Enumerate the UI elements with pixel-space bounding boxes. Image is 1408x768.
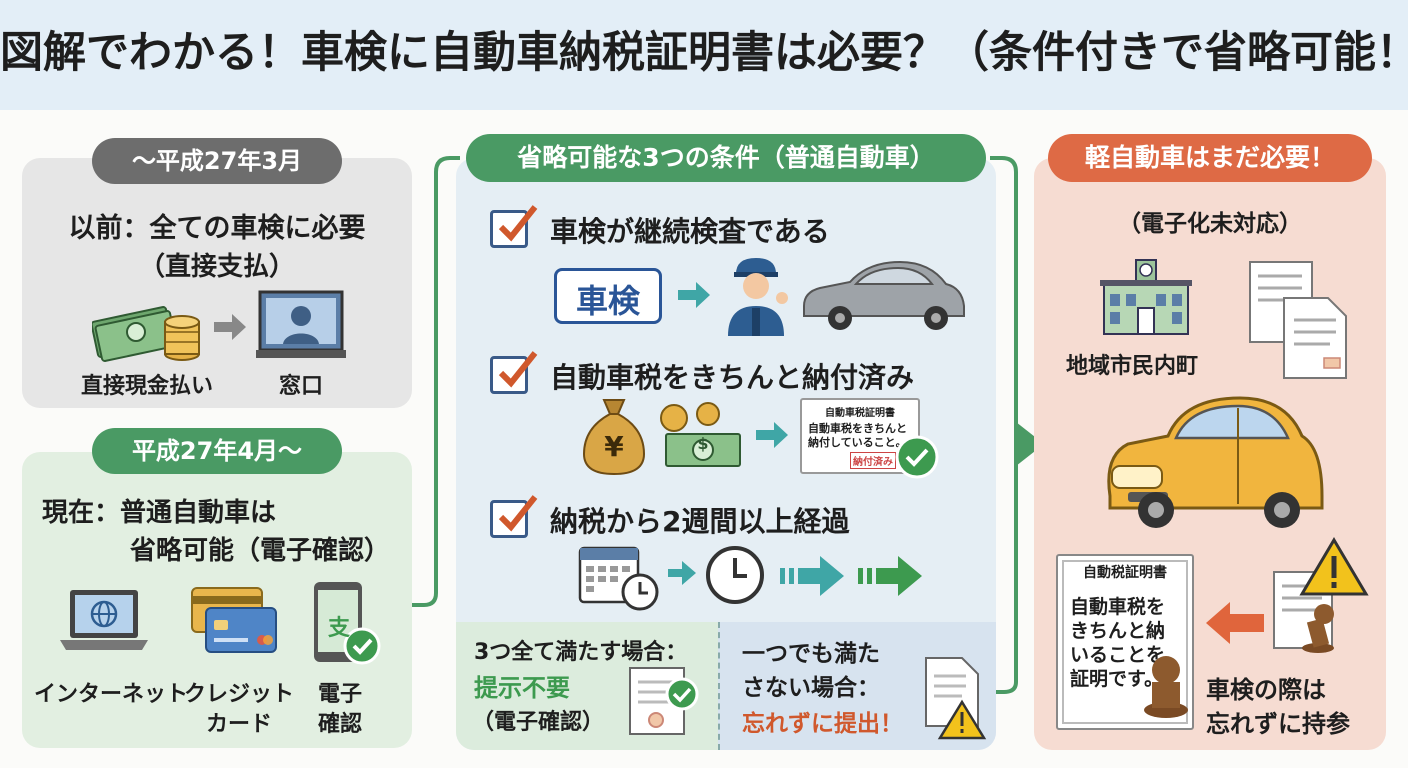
after-item-e-2: 確認 [317,712,362,737]
condition-3-text: 納税から2週間以上経過 [550,505,850,538]
shaken-badge [554,268,662,324]
documents-stack-icon [1244,258,1352,386]
before-period-pill: ～平成27年3月 [92,138,342,184]
connector-left [410,150,460,614]
kei-cert-line-1: 自動車税を [1070,596,1166,618]
arrow-left-icon [1204,600,1266,650]
connector-right [990,150,1050,699]
arrow-right-icon [666,560,698,592]
kei-car-header: 軽自動車はまだ必要！ [1048,134,1372,182]
after-period-pill: 平成27年4月～ [92,428,342,474]
condition-1-text: 車検が継続検査である [550,215,830,248]
credit-card-icon [186,584,282,664]
after-item-card-1: クレジット [184,682,295,707]
page-title: 図解でわかる！車検に自動車納税証明書は必要？（条件付きで省略可能！） [0,28,1408,78]
kei-cert-line-3: いることを [1070,644,1166,666]
after-item-card-2: カード [205,712,272,737]
before-item-cash: 直接現金払い [80,374,213,399]
kei-cert-title: 自動税証明書 [1083,565,1167,581]
cash-icon [90,292,202,362]
clock-icon [704,544,766,610]
before-panel [22,158,412,408]
before-line2: （直接支払） [138,252,295,282]
after-item-e-1: 電子 [317,682,362,707]
checkbox-condition-3 [490,495,538,538]
kei-note-line1: 車検の際は [1206,676,1326,704]
after-item-internet: インターネット [34,682,189,707]
cert-line-1: 自動車税をきちんと [808,422,907,435]
mechanic-icon [716,252,796,340]
fast-forward-arrow-icon [856,554,926,602]
after-line1: 現在：普通自動車は [42,498,277,528]
not-met-line3: 忘れずに提出！ [742,711,903,737]
shaken-badge-text: 車検 [575,282,640,320]
laptop-icon [58,588,150,664]
money-bag-icon [580,396,648,480]
arrow-right-icon [676,280,712,314]
arrow-right-icon [754,420,790,454]
app-glyph: 支 [328,616,351,641]
document-warning-icon [922,654,988,744]
fast-forward-arrow-icon [778,554,848,602]
cert-title: 自動車税証明書 [825,408,895,419]
before-line1: 以前：全ての車検に必要 [68,213,366,244]
kei-cert-line-4: 証明です。 [1070,668,1164,690]
before-item-window: 窓口 [278,374,323,399]
all-met-line3: （電子確認） [472,710,605,735]
yen-symbol: ¥ [604,430,624,463]
warning-document-stamp-icon [1272,536,1372,660]
city-office-label: 地域市民内町 [1066,354,1199,379]
calendar-icon [578,542,662,616]
title-bar [0,0,1408,110]
city-hall-icon [1098,256,1194,344]
checkbox-condition-1 [490,205,538,248]
kei-car-sub: （電子化未対応） [1118,211,1302,237]
condition-2-text: 自動車税をきちんと納付済み [550,361,915,394]
not-met-line2: さない場合： [742,675,880,701]
dollar-symbol: $ [697,434,709,453]
cert-stamp: 納付済み [850,452,896,469]
not-met-line1: 一つでも満た [742,641,880,667]
counter-window-icon [256,290,346,362]
kei-note-line2: 忘れずに持参 [1206,710,1350,738]
document-check-icon [626,664,702,744]
checkbox-condition-2 [490,351,538,394]
conditions-header: 省略可能な3つの条件（普通自動車） [466,134,986,182]
coins-bills-icon [656,402,742,472]
kei-cert-line-2: きちんと納 [1070,620,1166,642]
kei-car-icon [1096,392,1328,540]
arrow-right-icon [212,312,248,346]
all-met-line2: 提示不要 [474,674,570,702]
sedan-icon [798,254,968,338]
all-met-line1: 3つ全て満たす場合： [474,640,688,665]
after-line2: 省略可能（電子確認） [130,536,391,566]
stamp-icon [1138,652,1194,724]
cert-line-2: 納付していること。 [808,436,907,449]
smartphone-icon [312,580,388,670]
check-circle-icon [894,434,940,484]
